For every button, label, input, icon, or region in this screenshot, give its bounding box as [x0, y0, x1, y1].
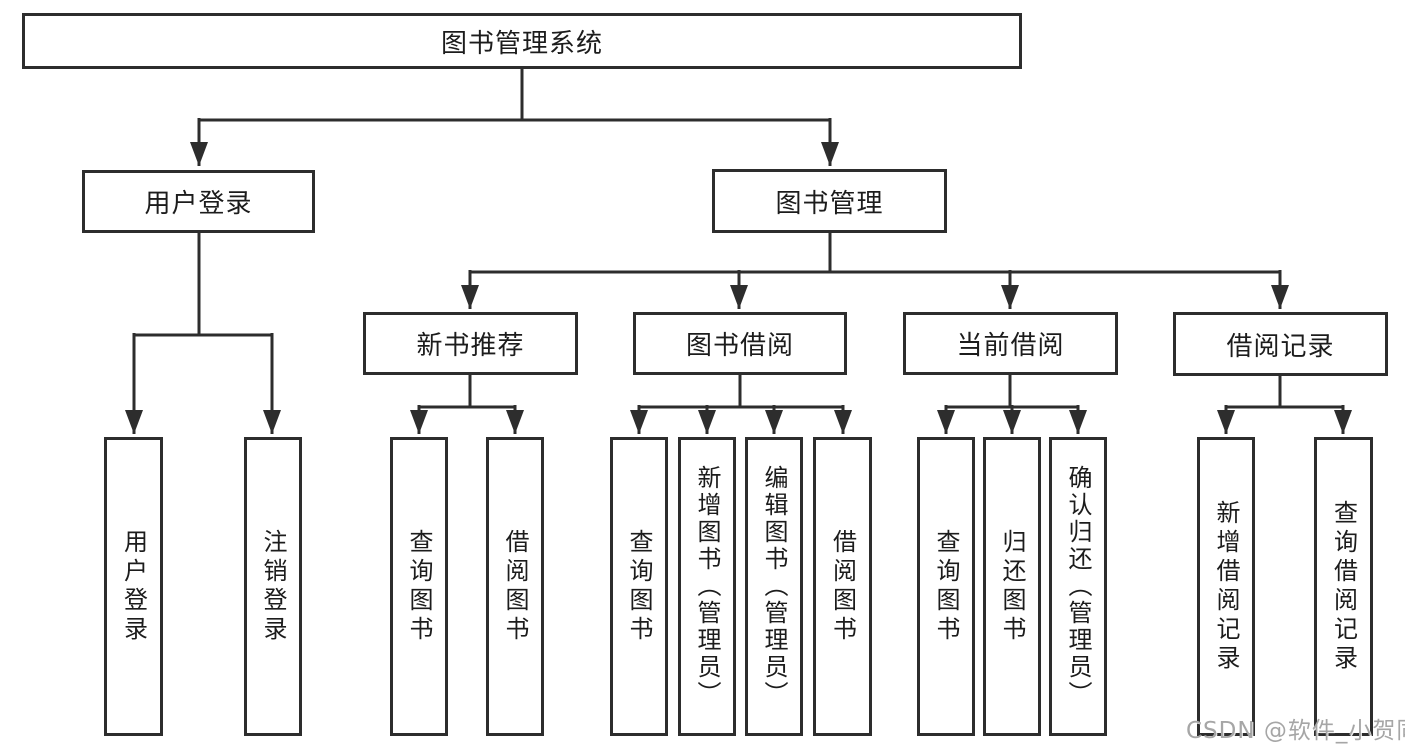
- node-book-management: 图书管理: [712, 169, 947, 233]
- leaf-query-borrow-record: 查询借阅记录: [1314, 437, 1373, 736]
- leaf-borrow-books-1: 借阅图书: [486, 437, 544, 736]
- node-root: 图书管理系统: [22, 13, 1022, 69]
- leaf-borrow-books-2-label: 借阅图书: [828, 528, 857, 645]
- node-root-label: 图书管理系统: [440, 28, 603, 59]
- leaf-query-books-3-label: 查询图书: [932, 528, 960, 645]
- leaf-confirm-return-admin: 确认归还（管理员）: [1049, 437, 1107, 736]
- leaf-edit-book-admin-label: 编辑图书（管理员）: [760, 465, 788, 708]
- leaf-query-books-3: 查询图书: [917, 437, 975, 736]
- node-borrow-records: 借阅记录: [1173, 312, 1388, 376]
- node-current-borrow-label: 当前借阅: [956, 331, 1065, 361]
- leaf-query-borrow-record-label: 查询借阅记录: [1329, 499, 1358, 674]
- node-book-borrow-label: 图书借阅: [685, 331, 794, 361]
- leaf-return-books: 归还图书: [983, 437, 1041, 736]
- leaf-add-book-admin-label: 新增图书（管理员）: [693, 465, 721, 708]
- leaf-return-books-label: 归还图书: [998, 528, 1026, 645]
- csdn-watermark: CSDN @软件_小贺同学: [1186, 718, 1405, 744]
- leaf-query-books-2-label: 查询图书: [625, 528, 653, 645]
- node-book-management-label: 图书管理: [775, 188, 884, 219]
- leaf-logout-label: 注销登录: [259, 528, 287, 645]
- node-user-login: 用户登录: [82, 170, 315, 233]
- leaf-user-login-label: 用户登录: [119, 528, 148, 645]
- leaf-query-books-2: 查询图书: [610, 437, 668, 736]
- node-user-login-label: 用户登录: [144, 189, 253, 219]
- leaf-logout: 注销登录: [244, 437, 302, 736]
- leaf-query-books-1: 查询图书: [390, 437, 448, 736]
- node-new-book-recommend: 新书推荐: [363, 312, 578, 375]
- node-borrow-records-label: 借阅记录: [1226, 331, 1335, 362]
- leaf-user-login: 用户登录: [104, 437, 163, 736]
- node-current-borrow: 当前借阅: [903, 312, 1118, 375]
- leaf-add-borrow-record-label: 新增借阅记录: [1212, 499, 1240, 674]
- leaf-add-book-admin: 新增图书（管理员）: [678, 437, 736, 736]
- leaf-borrow-books-1-label: 借阅图书: [501, 528, 529, 645]
- leaf-borrow-books-2: 借阅图书: [813, 437, 872, 736]
- leaf-query-books-1-label: 查询图书: [405, 528, 433, 645]
- node-book-borrow: 图书借阅: [633, 312, 847, 375]
- node-new-book-recommend-label: 新书推荐: [416, 331, 525, 361]
- leaf-add-borrow-record: 新增借阅记录: [1197, 437, 1255, 736]
- leaf-edit-book-admin: 编辑图书（管理员）: [745, 437, 803, 736]
- leaf-confirm-return-admin-label: 确认归还（管理员）: [1064, 465, 1092, 708]
